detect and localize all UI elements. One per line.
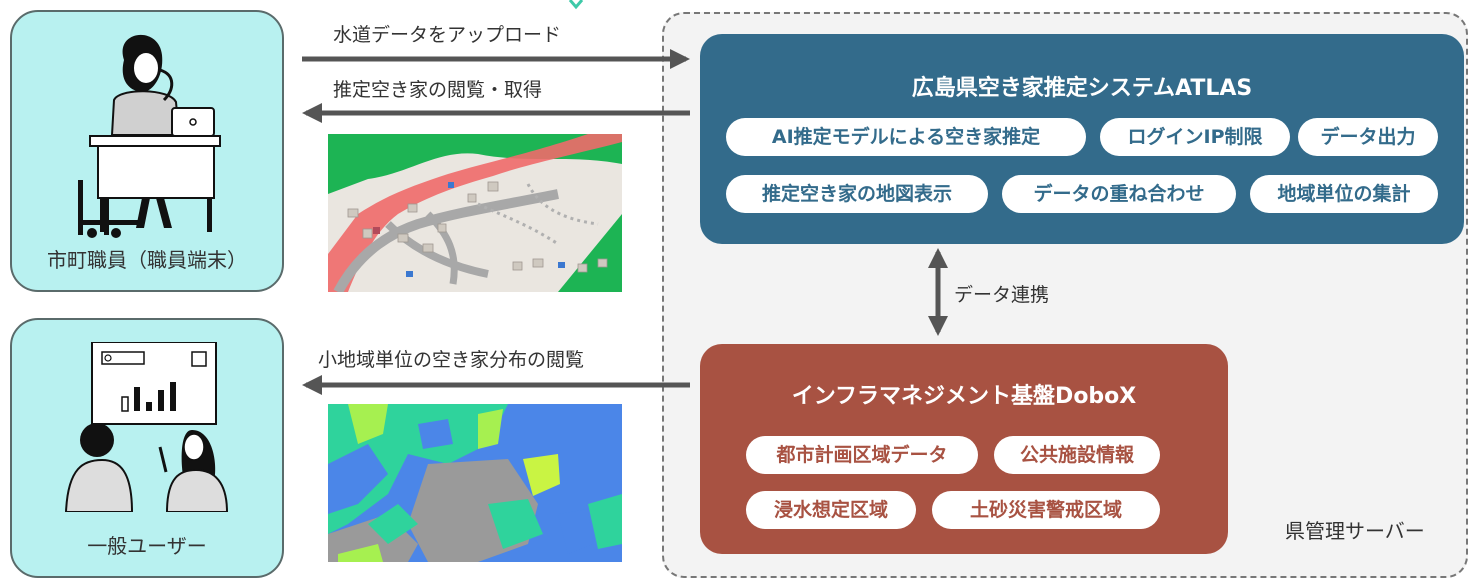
users-discussing-icon [64,342,229,512]
atlas-title: 広島県空き家推定システムATLAS [911,76,1253,101]
atlas-feature-pill: 地域単位の集計 [1250,175,1438,213]
dobox-feature-pill: 公共施設情報 [994,436,1160,474]
dobox-system-box: インフラマネジメント基盤DoboX 都市計画区域データ 公共施設情報 浸水想定区… [700,344,1228,554]
dobox-feature-pill: 都市計画区域データ [746,436,978,474]
staff-label: 市町職員（職員端末） [47,248,247,272]
atlas-feature-pill: 推定空き家の地図表示 [726,175,988,213]
upload-label: 水道データをアップロード [333,24,562,46]
distribution-map [328,404,622,562]
atlas-system-box: 広島県空き家推定システムATLAS AI推定モデルによる空き家推定 ログインIP… [700,34,1464,244]
atlas-feature-pill: AI推定モデルによる空き家推定 [726,118,1086,156]
data-link-label: データ連携 [954,284,1050,306]
view-distribution-label: 小地域単位の空き家分布の閲覧 [318,349,585,371]
server-label: 県管理サーバー [1285,519,1425,543]
view-acquire-label: 推定空き家の閲覧・取得 [333,79,543,101]
public-actor-box: 一般ユーザー [10,318,284,578]
atlas-feature-pill: ログインIP制限 [1100,118,1290,156]
vacant-house-map [328,134,622,292]
office-worker-icon [78,34,221,238]
public-label: 一般ユーザー [87,534,207,558]
staff-actor-box: 市町職員（職員端末） [10,10,284,292]
decor-tip-icon [568,0,584,10]
atlas-feature-pill: データの重ね合わせ [1002,175,1236,213]
atlas-feature-pill: データ出力 [1298,118,1438,156]
dobox-feature-pill: 土砂災害警戒区域 [932,491,1160,529]
dobox-title: インフラマネジメント基盤DoboX [791,384,1137,409]
dobox-feature-pill: 浸水想定区域 [746,491,916,529]
